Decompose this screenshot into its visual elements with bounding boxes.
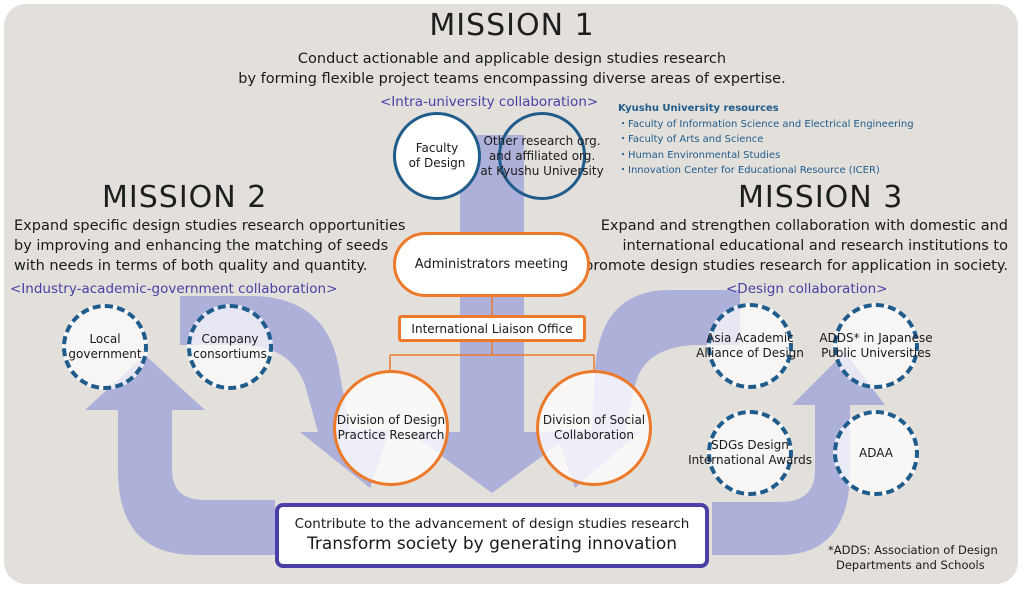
mission3-line2: international educational and research i… (622, 238, 1008, 254)
administrators-meeting-box: Administrators meeting (393, 232, 590, 297)
mission1-line1: Conduct actionable and applicable design… (297, 51, 727, 67)
mission2-collab: <Industry-academic-government collaborat… (10, 281, 338, 297)
liaison-office-box: International Liaison Office (398, 315, 586, 342)
mission2-line1: Expand specific design studies research … (14, 218, 406, 234)
circle-label: Company (201, 332, 259, 346)
footnote-line2: Departments and Schools (836, 558, 985, 572)
resource-item: ・Faculty of Information Science and Elec… (618, 118, 914, 130)
resource-item: ・Innovation Center for Educational Resou… (618, 165, 880, 176)
circle-label: government (68, 347, 142, 361)
outcome-line1: Contribute to the advancement of design … (294, 516, 690, 532)
resources-heading: Kyushu University resources (618, 103, 779, 114)
circle-label: Faculty (415, 141, 459, 155)
footnote: *ADDS: Association of Design Departments… (828, 543, 998, 573)
mission1-title: MISSION 1 (429, 8, 595, 43)
connector-liaison-divisions (389, 342, 595, 370)
circle-label: and affiliated org. (488, 148, 596, 163)
circle-label: Division of Design (336, 413, 446, 427)
left-up-arrow (85, 355, 275, 555)
outcome-line2: Transform society by generating innovati… (306, 534, 678, 554)
adaa-circle: ADAA (833, 410, 919, 496)
mission1-collab: <Intra-university collaboration> (380, 94, 599, 110)
circle-label: Public Universities (821, 346, 931, 360)
right-up-arrow (712, 352, 885, 555)
resources-list: Kyushu University resources ・Faculty of … (618, 101, 914, 179)
admin-label: Administrators meeting (414, 257, 569, 272)
circle-label: consortiums (193, 347, 267, 361)
resource-item: ・Faculty of Arts and Science (618, 134, 764, 145)
circle-label: SDGs Design (711, 438, 789, 452)
mission2-title: MISSION 2 (102, 180, 268, 215)
circle-label: Local (89, 332, 121, 346)
mission2-line3: with needs in terms of both quality and … (14, 258, 368, 274)
circle-label: ADDS* in Japanese (819, 331, 933, 345)
mission3-line1: Expand and strengthen collaboration with… (600, 218, 1008, 234)
liaison-label: International Liaison Office (411, 321, 573, 336)
circle-label: Division of Social (542, 413, 646, 427)
circle-label: Asia Academic (706, 331, 794, 345)
circle-label: Other research org. (483, 133, 601, 148)
mission3-line3: promote design studies research for appl… (584, 258, 1008, 274)
outcome-box: Contribute to the advancement of design … (275, 503, 709, 568)
circle-label: Alliance of Design (696, 346, 804, 360)
mission2-line2: by improving and enhancing the matching … (14, 238, 389, 254)
circle-label: Practice Research (337, 428, 445, 442)
circle-label: of Design (408, 156, 466, 170)
circle-label: Collaboration (554, 428, 634, 442)
mission1-line2: by forming flexible project teams encomp… (238, 71, 786, 87)
circle-label: at Kyushu University (480, 163, 604, 178)
mission3-collab: <Design collaboration> (726, 281, 888, 297)
footnote-line1: *ADDS: Association of Design (828, 543, 998, 557)
resource-item: ・Human Environmental Studies (618, 149, 781, 161)
circle-label: ADAA (859, 445, 893, 460)
other-research-circle: Other research org.and affiliated org.at… (480, 112, 604, 200)
circle-label: International Awards (688, 453, 812, 467)
mission3-title: MISSION 3 (738, 180, 904, 215)
